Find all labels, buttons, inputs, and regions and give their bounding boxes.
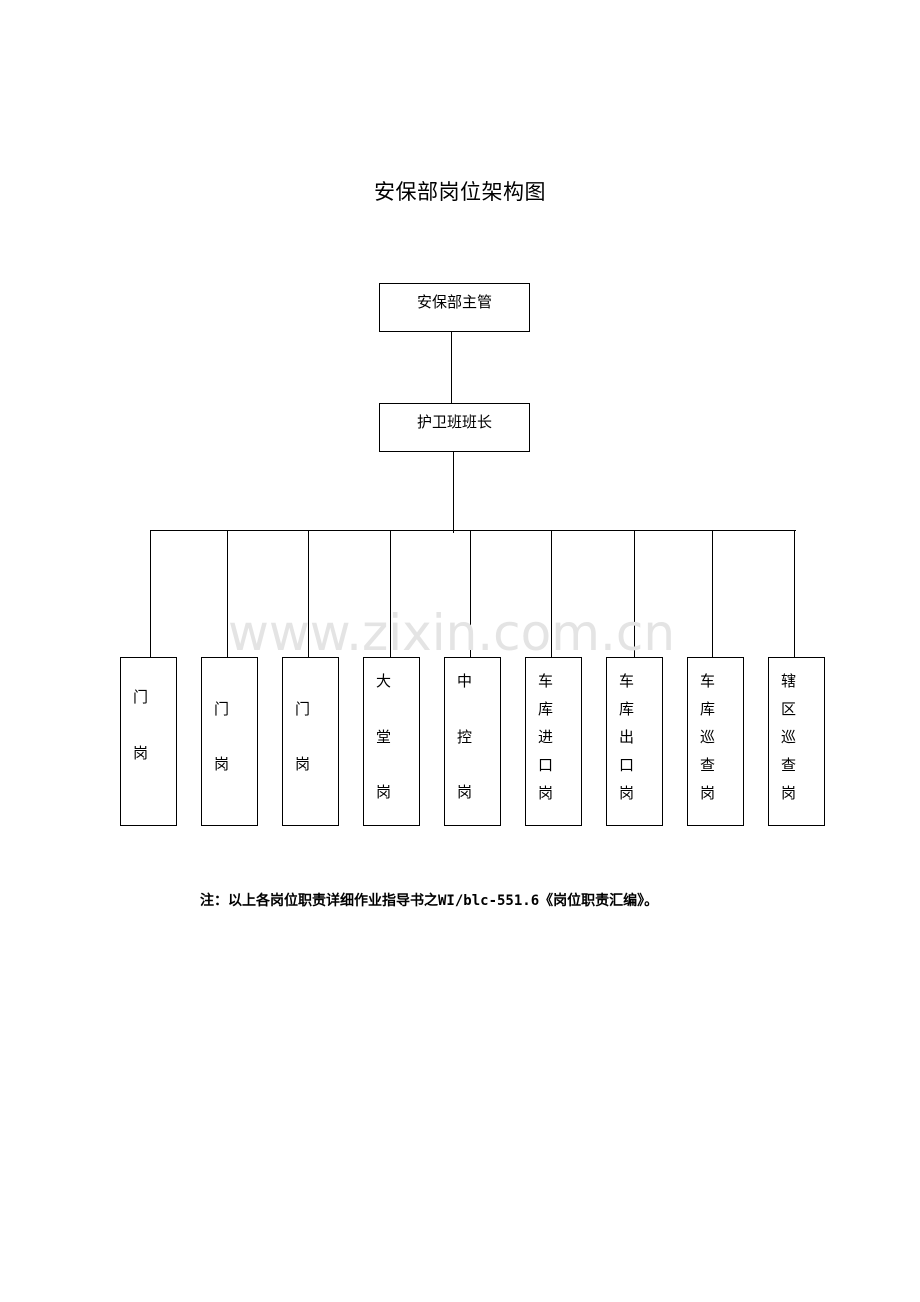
post-box: 中 控 岗 <box>444 657 501 826</box>
post-char: 岗 <box>700 784 716 802</box>
post-char: 控 <box>457 728 473 746</box>
connector-drop <box>308 530 309 658</box>
connector-drop <box>150 530 151 658</box>
connector-bus <box>150 530 796 531</box>
post-char: 库 <box>538 700 554 718</box>
post-char: 巡 <box>700 728 716 746</box>
post-box: 大 堂 岗 <box>363 657 420 826</box>
page-title: 安保部岗位架构图 <box>374 180 546 204</box>
post-box: 辖 区 巡 查 岗 <box>768 657 825 826</box>
post-char: 岗 <box>781 784 797 802</box>
connector-drop <box>634 530 635 658</box>
post-char: 查 <box>781 756 797 774</box>
box-label: 护卫班班长 <box>416 413 492 431</box>
connector-drop <box>551 530 552 658</box>
box-label: 安保部主管 <box>416 293 492 311</box>
footnote: 注：以上各岗位职责详细作业指导书之WI/blc-551.6《岗位职责汇编》。 <box>200 893 659 909</box>
post-char: 车 <box>538 672 554 690</box>
post-char: 库 <box>700 700 716 718</box>
post-box: 车 库 进 口 岗 <box>525 657 582 826</box>
post-char: 大 <box>376 672 392 690</box>
post-char: 岗 <box>214 755 230 773</box>
post-char: 岗 <box>619 784 635 802</box>
post-char: 车 <box>619 672 635 690</box>
post-char: 进 <box>538 728 554 746</box>
box-guard-team-leader: 护卫班班长 <box>379 403 530 452</box>
post-char: 区 <box>781 700 797 718</box>
post-char: 堂 <box>376 728 392 746</box>
post-char: 口 <box>619 756 635 774</box>
connector-line <box>453 451 454 533</box>
post-char: 巡 <box>781 728 797 746</box>
post-char: 岗 <box>457 783 473 801</box>
post-char: 辖 <box>781 672 797 690</box>
post-char: 查 <box>700 756 716 774</box>
connector-drop <box>227 530 228 658</box>
post-char: 出 <box>619 728 635 746</box>
watermark: www.zixin.com.cn <box>228 604 676 662</box>
post-box: 车 库 出 口 岗 <box>606 657 663 826</box>
post-char: 岗 <box>376 783 392 801</box>
connector-drop <box>470 530 471 658</box>
post-box: 门 岗 <box>120 657 177 826</box>
post-char: 中 <box>457 672 473 690</box>
post-char: 岗 <box>295 755 311 773</box>
post-box: 门 岗 <box>282 657 339 826</box>
post-char: 口 <box>538 756 554 774</box>
post-char: 门 <box>295 700 311 718</box>
post-box: 门 岗 <box>201 657 258 826</box>
post-box: 车 库 巡 查 岗 <box>687 657 744 826</box>
connector-drop <box>390 530 391 658</box>
box-security-supervisor: 安保部主管 <box>379 283 530 332</box>
post-char: 库 <box>619 700 635 718</box>
post-char: 门 <box>214 700 230 718</box>
post-char: 门 <box>133 688 149 706</box>
connector-drop <box>712 530 713 658</box>
connector-line <box>451 331 452 404</box>
post-char: 车 <box>700 672 716 690</box>
post-char: 岗 <box>133 744 149 762</box>
post-char: 岗 <box>538 784 554 802</box>
connector-drop <box>794 530 795 658</box>
